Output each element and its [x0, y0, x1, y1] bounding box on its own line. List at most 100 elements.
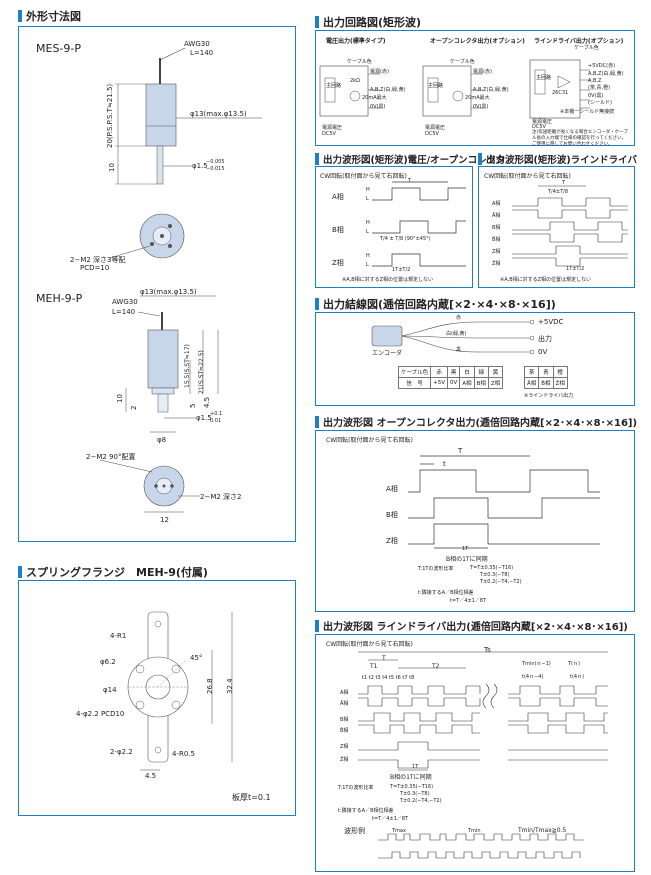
table-row: ケーブル色 赤 黒 白 緑 黄 [397, 366, 504, 378]
circuit-gnd-1: 0V(黒) [370, 104, 386, 110]
circuit-gnd-3: 0V(黒) [588, 93, 604, 99]
circuit-vcc: +5VDC(赤) [588, 63, 616, 69]
meh-len-a: 15.5(S.ST≒17) [184, 344, 191, 388]
circuit-supply3: 電源電圧 [532, 119, 553, 125]
table-cell: Ā相 [523, 377, 540, 389]
meh-dim-4-5: 4.5 [203, 396, 211, 408]
circuit-gnd-2: 0V(黒) [473, 104, 489, 110]
table-row: Ā相 B̄相 Z̄相 [523, 377, 568, 389]
wave4-panel [315, 634, 635, 872]
flange-hole2: 2-φ2.2 [110, 748, 133, 756]
circuit-abz-3: A,B,Z(白,緑,黄) [588, 71, 624, 77]
wiring-p5v: +5VDC [538, 318, 564, 326]
wave4-phase-5: Z̄相 [340, 757, 349, 763]
wave1-h-z: H [366, 253, 370, 259]
meh-hub: φ8 [157, 436, 167, 444]
table-cell: 信 号 [397, 377, 432, 389]
wave4-ts: Ts [484, 646, 491, 654]
flange-h324: 32.4 [226, 678, 234, 694]
wave1-t-quarter: T/4 ± T/8 (90°±45°) [380, 236, 431, 242]
wave1-l-z: L [366, 262, 369, 268]
mes-length: L=140 [190, 49, 214, 57]
wave3-panel [315, 430, 635, 612]
wave4-tmin: Tmin(ｎ−1) [522, 661, 551, 667]
flange-holes: 4-φ2.2 PCD10 [76, 710, 125, 718]
section-title-text: スプリングフランジ MEH-9(付属) [26, 566, 208, 579]
circuit-abz-2: A,B,Z(白,緑,黄) [473, 87, 509, 93]
circuit-i20-2: 20mA最大 [465, 95, 490, 101]
meh-dim-2: 2 [130, 405, 138, 410]
wave4-r2: T±0.3(−T8) [400, 791, 430, 797]
wave4-tmax: Tmax [392, 828, 406, 834]
wave1-l-b: L [366, 229, 369, 235]
wave1-l-a: L [366, 196, 369, 202]
circuit-supply3v: DC5V [532, 124, 546, 130]
circuit-supply1: 電源電圧 [322, 125, 343, 131]
wave4-phase-2: B相 [340, 717, 349, 723]
circuit-r2k: 2kΩ [350, 78, 360, 84]
section-title-text: 出力波形図 オープンコレクタ出力(逓倍回路内蔵[×2･×4･×8･×16]) [323, 418, 638, 429]
section-title-dimensions: 外形寸法図 [18, 8, 81, 24]
table-cell: 白 [459, 366, 475, 378]
table-cell: 黄 [487, 366, 504, 378]
section-bar [315, 415, 319, 428]
meh-shaft-tol-upper: +0.1 [210, 411, 223, 417]
wave2-t-quarter: T/4±T/8 [548, 189, 569, 195]
flange-thickness: 板厚t=0.1 [232, 793, 271, 802]
section-bar [315, 619, 319, 632]
wave3-sync: B相の1Tに同期 [446, 556, 488, 563]
table-cell: Z相 [487, 377, 504, 389]
circuit-col3-head: ラインドライバ出力(オプション) [534, 38, 624, 45]
wave1-t: T [408, 178, 412, 184]
flange-d62: φ6.2 [100, 658, 116, 666]
mes-shaft-tol-upper: −0.005 [206, 159, 225, 165]
mes-awg: AWG30 [184, 40, 210, 48]
wave2-phase-2: B相 [492, 225, 501, 231]
dimensions-panel [18, 26, 296, 542]
meh-len-b: 21(S.ST≒22.5) [198, 350, 205, 394]
section-title-wave2: 出力波形図(矩形波)ラインドライバ [478, 152, 637, 166]
wave3-b: B相 [386, 511, 398, 519]
wave4-tmin2: Tmin [468, 828, 481, 834]
table-cell: +5V [430, 377, 449, 389]
wave1-note: ※A,B相に対するZ相の位置は規定しない [342, 277, 434, 283]
wave3-ratio: T:1Tの波形比率 [418, 566, 454, 572]
circuit-abz-1: A,B,Z(白,緑,黄) [370, 87, 406, 93]
wave3-tt: t [443, 460, 446, 468]
circuit-i20-1: 20mA最大 [362, 95, 387, 101]
wave4-t2: T2 [432, 663, 440, 670]
meh-holes-depth: 2−M2 深さ2 [200, 493, 242, 501]
wave4-r1: T=T±0.35(−T16) [390, 784, 434, 790]
wave1-h-b: H [366, 220, 370, 226]
table-cell: ケーブル色 [397, 366, 432, 378]
wave2-phase-1: Ā相 [492, 213, 501, 219]
section-title-text: 出力波形図 ラインドライバ出力(逓倍回路内蔵[×2･×4･×8･×16]) [323, 622, 628, 633]
wave4-sync: B相の1Tに同期 [390, 774, 432, 781]
wiring-red: 赤 [456, 315, 462, 321]
section-title-circuit: 出力回路図(矩形波) [315, 14, 421, 30]
table-row: 茶 青 橙 [523, 366, 568, 378]
wiring-table-1: ケーブル色 赤 黒 白 緑 黄 信 号 +5V 0V A相 B相 Z相 [397, 366, 504, 389]
flange-r1: 4-R1 [110, 632, 127, 640]
section-title-wave4: 出力波形図 ラインドライバ出力(逓倍回路内蔵[×2･×4･×8･×16]) [315, 618, 628, 633]
wave3-one-t: 1T [462, 546, 469, 552]
wave4-t: T [382, 655, 386, 662]
section-title-text: 出力回路図(矩形波) [323, 16, 422, 29]
section-title-text: 外形寸法図 [26, 10, 81, 23]
wave3-z: Z相 [386, 537, 398, 545]
wave4-t4n1: t(4ｎ−4) [522, 674, 544, 680]
section-bar [478, 153, 482, 165]
wave4-t1: T1 [370, 663, 378, 670]
circuit-cable-color-2: ケーブル色 [450, 59, 475, 65]
circuit-cable-color-1: ケーブル色 [347, 59, 372, 65]
section-title-text: 出力波形図(矩形波)ラインドライバ [486, 155, 637, 166]
mes-diameter: φ13(max.φ13.5) [190, 110, 247, 118]
wave4-r3: T±0.2(−T4,−T2) [400, 798, 442, 804]
wave2-t-half: 1T±T/2 [566, 266, 585, 272]
circuit-note-ld: 注)伝送距離が長くなる場合エンコーダ・ケーブル長の入力端で仕様の確認を行ってくだ… [532, 130, 628, 147]
circuit-red-2: 電源(赤) [473, 69, 492, 75]
circuit-supply2: 電源電圧 [425, 125, 446, 131]
wiring-encoder: エンコーダ [372, 350, 403, 357]
wave3-a: A相 [386, 485, 398, 493]
wave4-phase-1: Ā相 [340, 701, 349, 707]
